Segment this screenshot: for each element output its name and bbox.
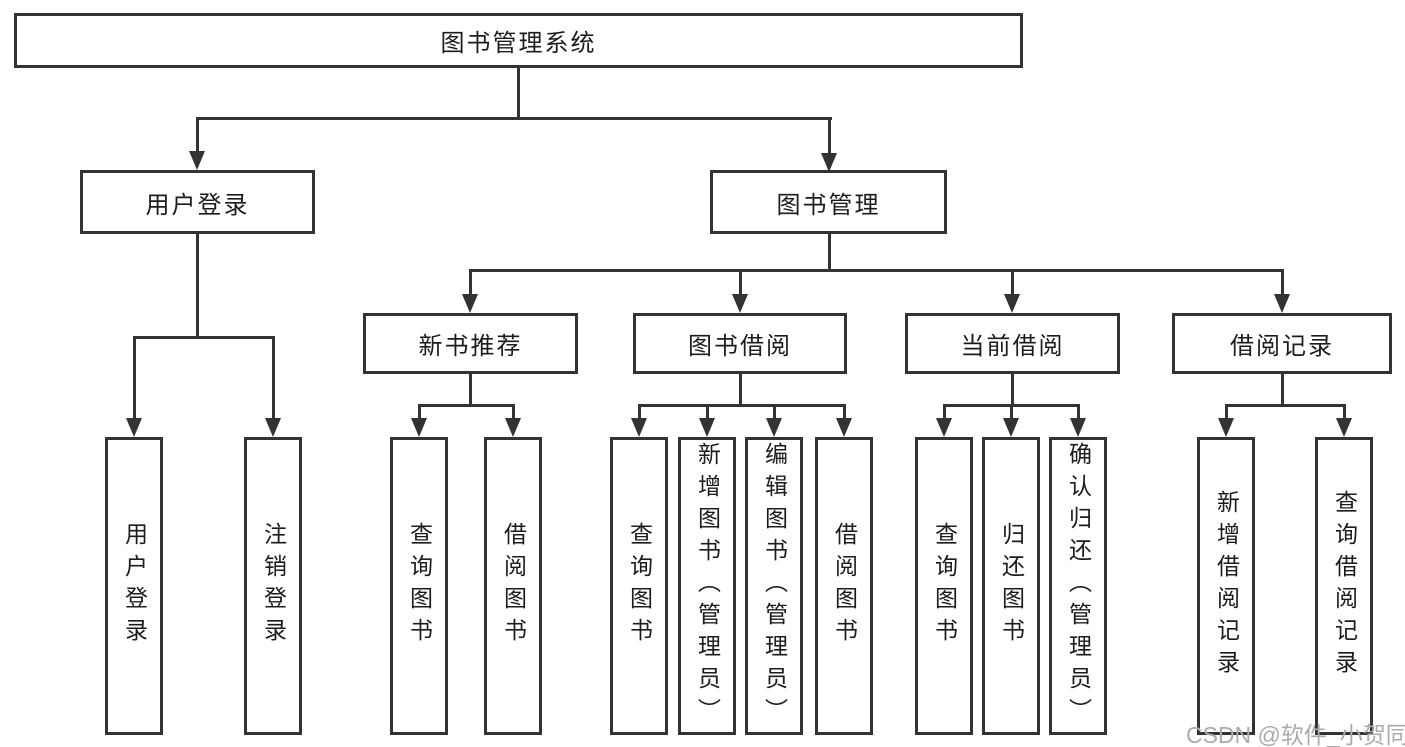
connector-line — [1076, 403, 1080, 420]
connector-line — [511, 403, 515, 420]
arrowhead-down-icon — [821, 153, 837, 172]
arrowhead-down-icon — [265, 418, 281, 437]
connector-line — [637, 403, 846, 407]
arrowhead-down-icon — [462, 294, 478, 313]
connector-line — [516, 68, 520, 119]
arrowhead-down-icon — [1003, 418, 1019, 437]
leaf-return-books: 归还图书 — [982, 437, 1040, 735]
connector-line — [417, 403, 421, 420]
arrowhead-down-icon — [1218, 418, 1234, 437]
node-label: 查询图书 — [626, 522, 653, 650]
connector-line — [1280, 374, 1284, 405]
node-label: 查询图书 — [931, 522, 958, 650]
arrowhead-down-icon — [1274, 294, 1290, 313]
connector-line — [1010, 374, 1014, 406]
arrowhead-down-icon — [1336, 418, 1352, 437]
leaf-edit-books-admin: 编辑图书（管理员） — [745, 437, 803, 735]
node-book-borrowing: 图书借阅 — [633, 313, 847, 374]
leaf-add-borrow-record: 新增借阅记录 — [1197, 437, 1255, 735]
node-label: 图书管理系统 — [440, 30, 597, 57]
node-label: 图书借阅 — [688, 333, 792, 360]
arrowhead-down-icon — [189, 151, 205, 170]
connector-line — [468, 268, 472, 296]
connector-line — [637, 403, 641, 420]
node-library-management-system: 图书管理系统 — [14, 13, 1023, 68]
node-label: 确认归还（管理员） — [1065, 442, 1092, 730]
connector-line — [1010, 268, 1014, 296]
connector-line — [468, 374, 472, 406]
leaf-query-books-borrowing: 查询图书 — [610, 437, 668, 735]
leaf-user-login: 用户登录 — [105, 437, 163, 735]
node-label: 归还图书 — [998, 522, 1025, 650]
arrowhead-down-icon — [836, 418, 852, 437]
connector-line — [942, 403, 946, 420]
node-label: 借阅记录 — [1230, 333, 1334, 360]
leaf-confirm-return-admin: 确认归还（管理员） — [1049, 437, 1107, 735]
connector-line — [738, 374, 742, 406]
arrowhead-down-icon — [1004, 294, 1020, 313]
node-user-login: 用户登录 — [80, 170, 315, 234]
leaf-add-books-admin: 新增图书（管理员） — [678, 437, 736, 735]
connector-line — [738, 268, 742, 296]
connector-line — [132, 335, 275, 339]
arrowhead-down-icon — [631, 418, 647, 437]
connector-line — [1224, 403, 1346, 407]
node-label: 查询图书 — [406, 522, 433, 650]
leaf-query-books-recommend: 查询图书 — [390, 437, 448, 735]
node-current-borrowing: 当前借阅 — [905, 313, 1120, 374]
leaf-borrow-books-borrowing: 借阅图书 — [815, 437, 873, 735]
arrowhead-down-icon — [505, 418, 521, 437]
csdn-watermark: CSDN @软件_小贺同学 — [1186, 722, 1405, 747]
arrowhead-down-icon — [411, 418, 427, 437]
connector-line — [1342, 403, 1346, 420]
arrowhead-down-icon — [126, 418, 142, 437]
node-new-book-recommendation: 新书推荐 — [363, 313, 578, 374]
arrowhead-down-icon — [766, 418, 782, 437]
arrowhead-down-icon — [732, 294, 748, 313]
leaf-borrow-books-recommend: 借阅图书 — [484, 437, 542, 735]
connector-line — [417, 403, 515, 407]
connector-line — [705, 403, 709, 420]
node-label: 查询借阅记录 — [1331, 490, 1358, 682]
connector-line — [271, 335, 275, 420]
connector-line — [827, 234, 831, 271]
arrowhead-down-icon — [936, 418, 952, 437]
node-label: 用户登录 — [121, 522, 148, 650]
connector-line — [1009, 403, 1013, 420]
node-borrowing-records: 借阅记录 — [1172, 313, 1392, 374]
node-label: 当前借阅 — [960, 333, 1065, 360]
connector-line — [842, 403, 846, 420]
leaf-logout: 注销登录 — [244, 437, 302, 735]
leaf-query-books-current: 查询图书 — [915, 437, 973, 735]
connector-line — [772, 403, 776, 420]
node-label: 注销登录 — [260, 522, 287, 650]
node-label: 用户登录 — [145, 191, 250, 219]
arrowhead-down-icon — [1070, 418, 1086, 437]
node-label: 编辑图书（管理员） — [761, 442, 788, 730]
node-label: 图书管理 — [776, 191, 881, 219]
node-label: 新增图书（管理员） — [694, 442, 721, 730]
node-label: 新书推荐 — [418, 333, 523, 360]
connector-line — [827, 116, 831, 156]
leaf-query-borrow-record: 查询借阅记录 — [1315, 437, 1373, 735]
node-book-management: 图书管理 — [710, 170, 947, 234]
connector-line — [195, 234, 199, 337]
connector-line — [1280, 268, 1284, 296]
connector-line — [132, 335, 136, 420]
arrowhead-down-icon — [699, 418, 715, 437]
node-label: 借阅图书 — [831, 522, 858, 650]
node-label: 新增借阅记录 — [1213, 490, 1240, 682]
connector-line — [468, 268, 1284, 272]
node-label: 借阅图书 — [500, 522, 527, 650]
connector-line — [195, 116, 832, 120]
connector-line — [195, 116, 199, 154]
connector-line — [1224, 403, 1228, 420]
